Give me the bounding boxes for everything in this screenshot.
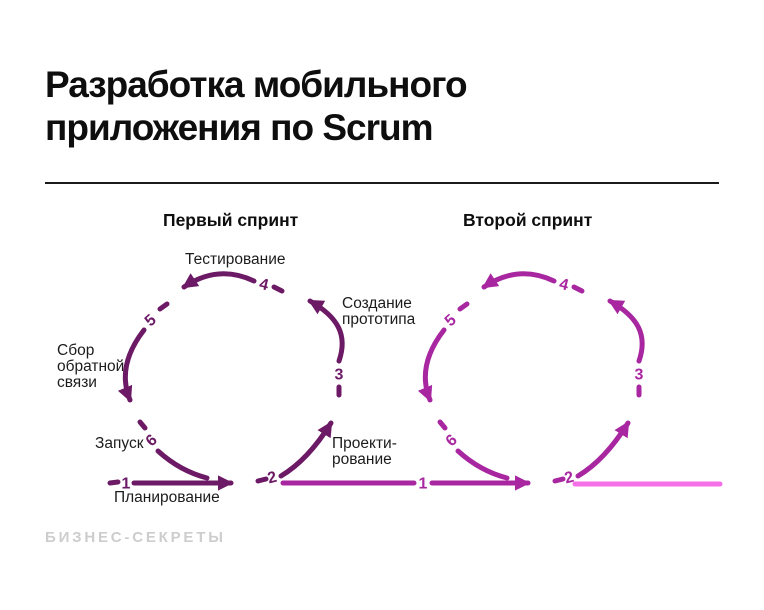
title-line-1: Разработка мобильного [45,64,468,105]
sprint1-step4-number: 4 [257,276,270,295]
sprint2-title: Второй спринт [463,210,593,230]
label-testing: Тестирование [185,252,286,268]
label-testing-line: Тестирование [185,251,286,268]
sprint1-step3-number: 3 [335,367,344,384]
sprint2-step4-number: 4 [557,276,570,295]
sprint1-step2-number: 2 [266,469,279,488]
sprint2-step4-arc [481,271,557,290]
sprint1-step4-dash [271,284,285,294]
sprint1-step2-dash [255,476,269,484]
sprint2-step6-arc [455,448,510,481]
sprint2-step5-arc [417,327,447,403]
label-prototype: Создание прототипа [342,296,415,328]
label-launch-line: Запуск [95,435,144,452]
sprint1-step4-arc [181,271,257,290]
sprint2-cycle: 2 3 4 5 6 [417,271,645,488]
brand-logo: БИЗНЕС-СЕКРЕТЫ [45,529,226,546]
sprint2-step2-number: 2 [563,469,576,488]
label-prototype-line2: прототипа [342,311,416,328]
title-divider [45,182,719,184]
sprint1-step5-dash [157,301,170,312]
sprint2-step2-arc [575,420,631,479]
sprint2-step4-dash [571,284,585,294]
sprint2-step3-number: 3 [635,367,644,384]
sprint2-step1-number: 1 [419,476,428,493]
label-design-line1: Проекти- [332,435,397,452]
label-feedback: Сбор обратной связи [57,343,124,391]
sprint1-step5-number: 5 [142,311,160,330]
sprint1-step6-dash [137,419,148,431]
sprint1-step2-arc [278,420,334,479]
label-feedback-line3: связи [57,374,97,391]
label-prototype-line1: Создание [342,295,412,312]
label-launch: Запуск [95,436,143,452]
sprint2-step5-number: 5 [442,311,460,330]
sprint2-step6-dash [437,419,448,431]
sprint1-step3-arc [307,298,345,364]
label-feedback-line2: обратной [57,358,125,375]
sprint1-step6-arc [155,448,210,481]
sprint2-step5-dash [457,301,470,312]
sprint1-title: Первый спринт [163,210,299,230]
label-design: Проекти- рование [332,436,397,468]
sprint1-cycle: 1 2 3 4 5 6 [107,271,345,493]
sprint1-step6-number: 6 [143,431,161,450]
label-planning: Планирование [114,490,220,506]
sprint1-step1-number: 1 [122,476,131,493]
sprint2-step3-arc [607,298,645,364]
sprint2-step6-number: 6 [443,431,461,450]
sprint2-step2-dash [552,476,566,484]
title-line-2: приложения по Scrum [45,107,433,148]
sprint1-step1-dash [107,479,121,486]
label-design-line2: рование [332,451,392,468]
page-title: Разработка мобильного приложения по Scru… [45,63,468,149]
label-planning-line: Планирование [114,489,220,506]
sprint1-step5-arc [117,327,147,403]
label-feedback-line1: Сбор [57,342,95,359]
